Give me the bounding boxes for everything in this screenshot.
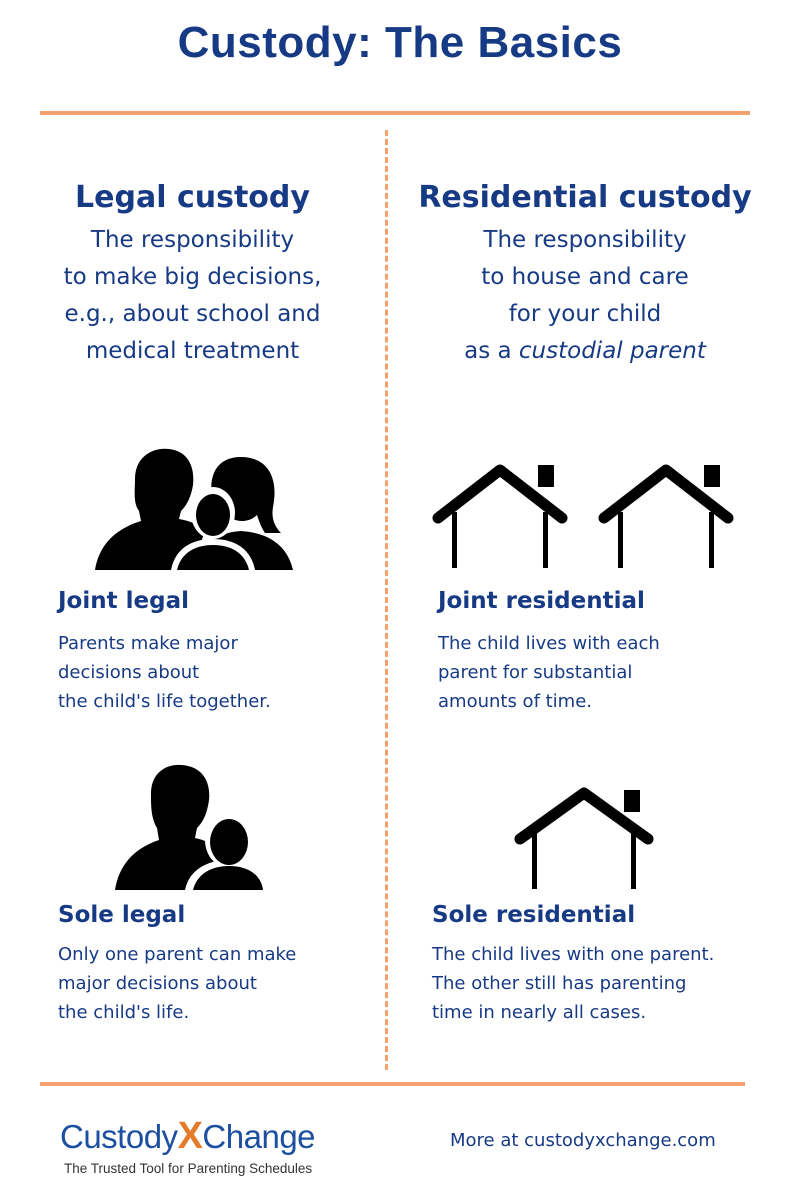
residential-custody-heading: Residential custody [418, 180, 752, 215]
family-three-silhouette-icon [95, 448, 293, 570]
sole-legal-heading: Sole legal [58, 902, 186, 928]
column-divider [385, 130, 388, 1070]
logo-wordmark: CustodyXChange [60, 1115, 316, 1158]
desc-prefix: as a [464, 338, 519, 364]
residential-desc-line: to house and care [481, 264, 689, 290]
parent-child-silhouette-icon [115, 764, 265, 890]
joint-residential-desc-line: parent for substantial [438, 662, 633, 683]
custodial-parent-emphasis: custodial parent [518, 338, 706, 364]
sole-residential-desc-line: The child lives with one parent. [432, 944, 715, 965]
legal-desc-line: to make big decisions, [63, 264, 322, 290]
legal-custody-description: The responsibility to make big decisions… [30, 222, 355, 370]
sole-residential-description: The child lives with one parent. The oth… [432, 940, 714, 1027]
joint-residential-desc-line: The child lives with each [438, 633, 660, 654]
page-title: Custody: The Basics [177, 18, 623, 67]
joint-legal-heading: Joint legal [58, 588, 189, 614]
logo-custody: Custody [60, 1118, 178, 1155]
custodyxchange-logo[interactable]: CustodyXChange The Trusted Tool for Pare… [60, 1115, 380, 1185]
sole-residential-desc-line: The other still has parenting [432, 973, 687, 994]
joint-legal-desc-line: Parents make major [58, 633, 238, 654]
sole-residential-heading: Sole residential [432, 902, 636, 928]
house-icon [514, 787, 654, 889]
joint-residential-description: The child lives with each parent for sub… [438, 629, 660, 716]
legal-custody-heading: Legal custody [75, 180, 310, 215]
sole-legal-desc-line: Only one parent can make [58, 944, 297, 965]
residential-desc-line: as a custodial parent [405, 333, 765, 370]
website-link[interactable]: More at custodyxchange.com [450, 1130, 716, 1151]
residential-custody-description: The responsibility to house and care for… [405, 222, 765, 370]
legal-desc-line: The responsibility [90, 227, 295, 253]
two-houses-icon [432, 464, 734, 568]
residential-desc-line: for your child [508, 301, 662, 327]
joint-legal-desc-line: decisions about [58, 662, 200, 683]
logo-change: Change [202, 1118, 316, 1155]
sole-legal-desc-line: major decisions about [58, 973, 257, 994]
sole-legal-desc-line: the child's life. [58, 1002, 190, 1023]
legal-desc-line: medical treatment [85, 338, 300, 364]
logo-x: X [177, 1115, 203, 1157]
sole-legal-description: Only one parent can make major decisions… [58, 940, 296, 1027]
joint-residential-desc-line: amounts of time. [438, 691, 593, 712]
joint-legal-desc-line: the child's life together. [58, 691, 271, 712]
top-divider [40, 111, 750, 115]
bottom-divider [40, 1082, 745, 1086]
joint-residential-heading: Joint residential [438, 588, 645, 614]
joint-legal-description: Parents make major decisions about the c… [58, 629, 271, 716]
logo-tagline: The Trusted Tool for Parenting Schedules [64, 1161, 313, 1176]
sole-residential-desc-line: time in nearly all cases. [432, 1002, 647, 1023]
legal-desc-line: e.g., about school and [64, 301, 321, 327]
residential-desc-line: The responsibility [483, 227, 687, 253]
